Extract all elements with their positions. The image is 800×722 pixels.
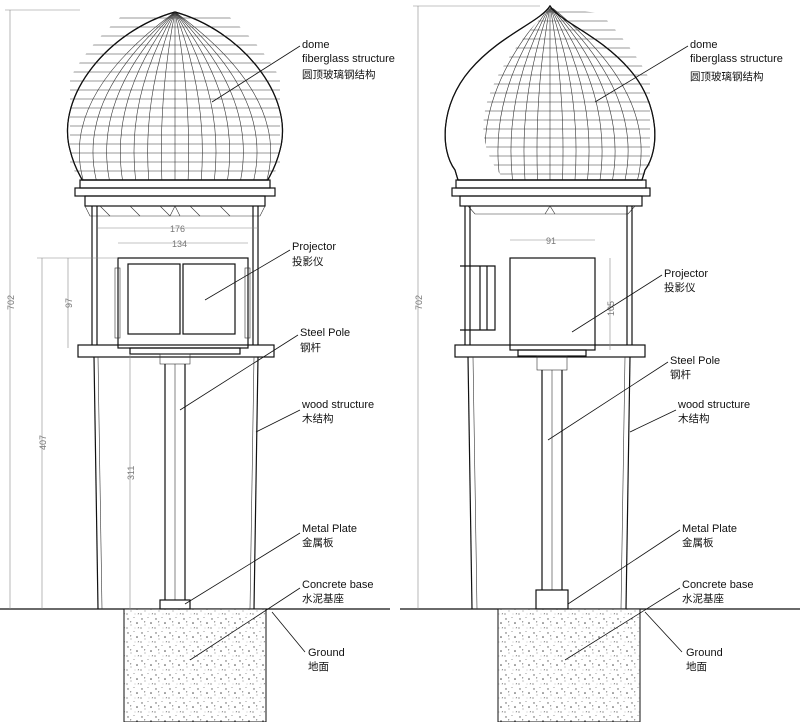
label-projector-en-right: Projector — [664, 268, 708, 280]
label-ground-cn-left: 地面 — [308, 660, 329, 673]
ring-middle-left — [74, 187, 276, 197]
label-pole-en-right: Steel Pole — [670, 355, 720, 367]
left-elevation: 702 407 311 97 176 134 dome fiberglass s… — [0, 9, 395, 722]
label-dome-en2-left: fiberglass structure — [302, 53, 395, 65]
ring-upper-left — [79, 179, 271, 189]
label-projector-cn-left: 投影仪 — [292, 255, 324, 268]
label-base-en-left: Concrete base — [302, 579, 374, 591]
label-base-cn-left: 水泥基座 — [302, 592, 344, 605]
label-ground-en-left: Ground — [308, 647, 345, 659]
label-plate-cn-right: 金属板 — [682, 536, 714, 549]
steel-pole-right — [535, 355, 569, 610]
ring-lower-left — [84, 195, 266, 207]
label-base-en-right: Concrete base — [682, 579, 754, 591]
projector-right — [509, 257, 596, 357]
dim-total-left: 702 — [6, 295, 16, 310]
label-wood-en-right: wood structure — [677, 399, 750, 411]
label-wood-cn-right: 木结构 — [678, 412, 710, 425]
dim-width-outer-left: 176 — [170, 224, 185, 234]
label-plate-en-right: Metal Plate — [682, 523, 737, 535]
dim-proj-width-right: 91 — [546, 236, 556, 246]
dim-proj-height-right: 105 — [606, 301, 616, 316]
concrete-base-left — [123, 608, 267, 722]
label-ground-cn-right: 地面 — [686, 660, 707, 673]
label-pole-cn-right: 钢杆 — [670, 368, 691, 381]
label-projector-cn-right: 投影仪 — [664, 281, 696, 294]
dome-right — [444, 4, 656, 181]
dome-left — [66, 11, 284, 181]
label-plate-en-left: Metal Plate — [302, 523, 357, 535]
dim-lower-left: 407 — [38, 435, 48, 450]
label-dome-cn-left: 圆顶玻璃钢结构 — [302, 68, 376, 81]
label-dome-cn-right: 圆顶玻璃钢结构 — [690, 70, 764, 83]
label-dome-en2-right: fiberglass structure — [690, 53, 783, 65]
dimensions-right: 702 91 105 — [413, 5, 616, 609]
label-wood-cn-left: 木结构 — [302, 412, 334, 425]
dim-total-right: 702 — [414, 295, 424, 310]
steel-pole-left — [159, 353, 191, 610]
label-ground-en-right: Ground — [686, 647, 723, 659]
label-pole-en-left: Steel Pole — [300, 327, 350, 339]
projector-left — [114, 257, 251, 355]
label-dome-en-left: dome — [302, 39, 330, 51]
dimensions-left: 702 407 311 97 176 134 — [5, 9, 258, 609]
dim-proj-height-left: 97 — [64, 298, 74, 308]
label-wood-en-left: wood structure — [301, 399, 374, 411]
label-dome-en-right: dome — [690, 39, 718, 51]
label-pole-cn-left: 钢杆 — [300, 341, 321, 354]
right-elevation: 702 91 105 dome fiberglass structure 圆顶玻… — [400, 4, 800, 722]
label-plate-cn-left: 金属板 — [302, 536, 334, 549]
dim-width-inner-left: 134 — [172, 239, 187, 249]
wood-structure-left — [93, 356, 259, 610]
dim-pole-left: 311 — [126, 466, 136, 480]
label-projector-en-left: Projector — [292, 241, 336, 253]
label-base-cn-right: 水泥基座 — [682, 592, 724, 605]
